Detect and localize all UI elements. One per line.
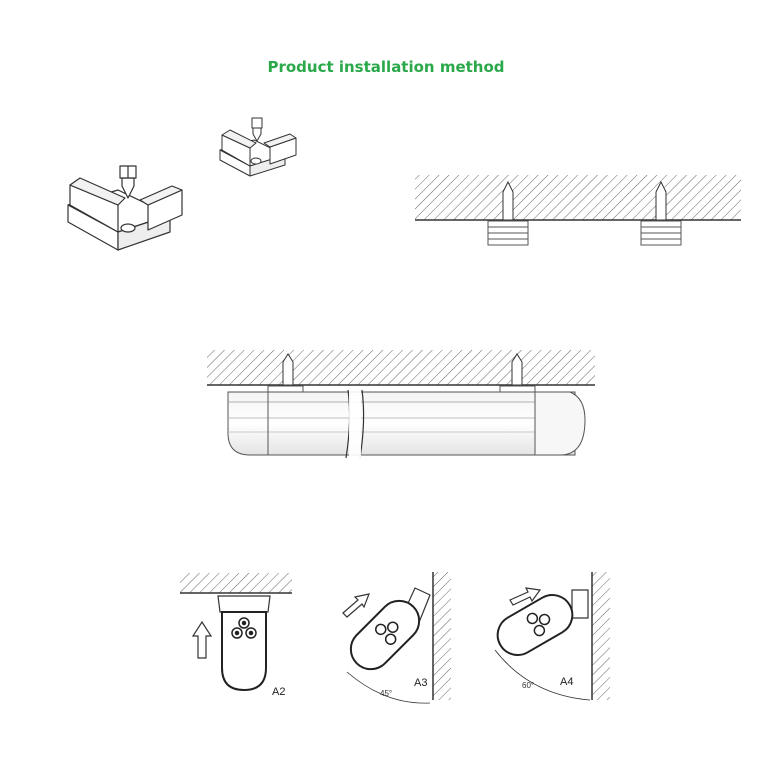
step-a4-diagram	[494, 572, 610, 701]
step-a3-angle: 45°	[380, 689, 392, 698]
ceiling-clip-section	[415, 175, 741, 246]
step-a2-label: A2	[272, 686, 285, 698]
mounting-clip-small	[219, 117, 297, 177]
ceiling-tube-section	[207, 350, 595, 459]
page-title: Product installation method	[267, 58, 505, 76]
step-a3-label: A3	[414, 677, 427, 689]
mounting-clip-large	[67, 165, 183, 251]
step-a4-angle: 60°	[522, 681, 534, 690]
step-a2-diagram	[180, 573, 292, 692]
step-a3-diagram	[342, 572, 451, 704]
step-a4-label: A4	[560, 676, 573, 688]
